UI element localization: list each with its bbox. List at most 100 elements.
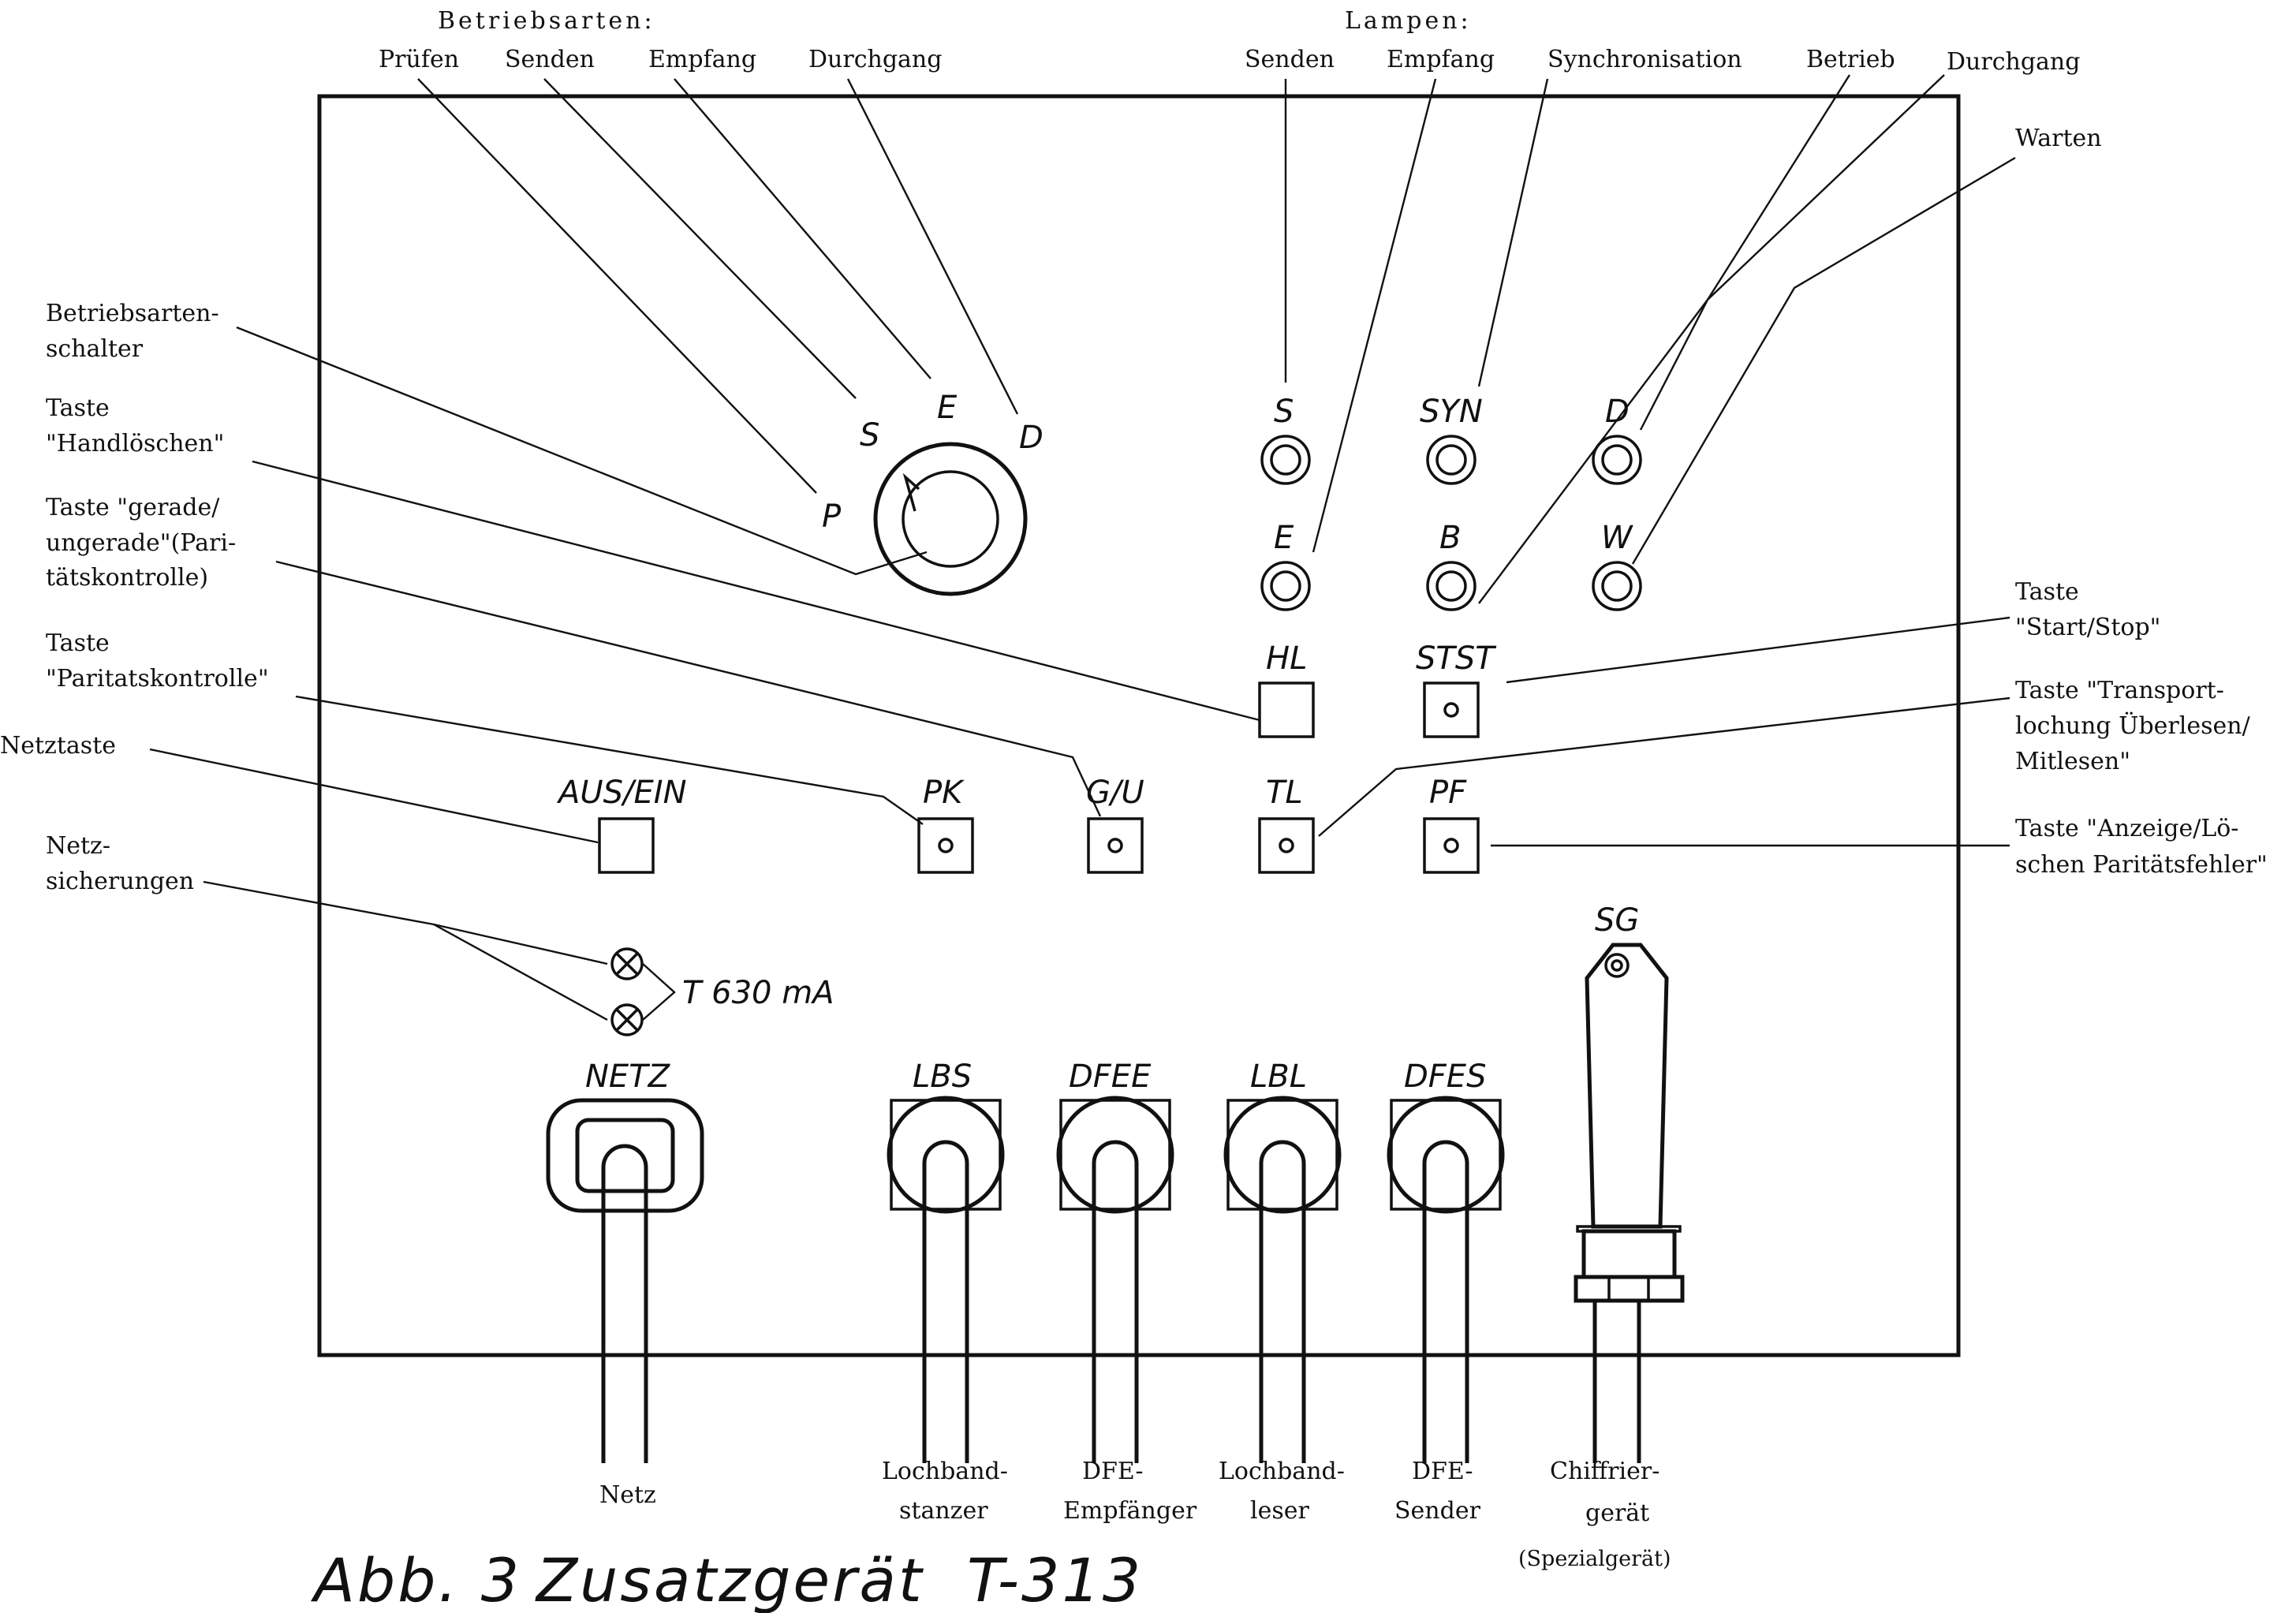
leader-fuses <box>203 880 608 965</box>
cable-label-dfes-1: DFE- <box>1412 1458 1473 1485</box>
mode-label-empfang: Empfang <box>648 46 756 73</box>
dfes-connector <box>1387 1096 1505 1463</box>
connector-code-lbl: LBL <box>1250 1059 1307 1095</box>
leader-lamp-syn <box>1477 78 1549 387</box>
button-code-pk: PK <box>923 775 965 811</box>
label-pf-2: schen Paritätsfehler" <box>2015 851 2268 879</box>
label-tl-1: Taste "Transport- <box>2015 677 2224 704</box>
leader-lamp-betrieb <box>1478 74 1851 604</box>
label-gu-2: ungerade"(Pari- <box>46 529 236 557</box>
switch-code-d: D <box>1019 420 1043 456</box>
stst-button[interactable] <box>1423 681 1480 738</box>
label-stst-1: Taste <box>2015 578 2079 606</box>
label-pk-2: "Paritatskontrolle" <box>46 665 269 693</box>
label-pk-1: Taste <box>46 629 110 657</box>
connector-code-sg: SG <box>1595 902 1639 939</box>
cable-label-lbs-1: Lochband- <box>882 1458 1008 1485</box>
cable-label-dfee-2: Empfänger <box>1063 1497 1197 1525</box>
lamp-code-e: E <box>1274 520 1294 556</box>
lamp-empfang <box>1260 561 1311 611</box>
label-hl-2: "Handlöschen" <box>46 430 224 457</box>
pk-button[interactable] <box>917 817 974 874</box>
lamps-header: Lampen: <box>1345 7 1472 35</box>
leader-mode-switch <box>236 326 928 576</box>
mode-label-durchgang: Durchgang <box>808 46 942 73</box>
fuse-rating: T 630 mA <box>682 975 834 1011</box>
dfee-connector <box>1056 1096 1174 1463</box>
pf-button[interactable] <box>1423 817 1480 874</box>
leader-fuses-2 <box>433 923 608 1021</box>
cable-label-dfes-2: Sender <box>1394 1497 1481 1525</box>
lamp-code-syn: SYN <box>1420 394 1483 430</box>
leader-gu <box>275 560 1102 817</box>
lbl-connector <box>1223 1096 1342 1463</box>
sg-connector <box>1574 943 1685 1463</box>
label-tl-2: lochung Überlesen/ <box>2015 711 2251 740</box>
leader-empfang <box>674 78 931 379</box>
switch-code-e: E <box>937 390 958 426</box>
lamp-label-synchronisation: Synchronisation <box>1547 46 1742 73</box>
fuse-bracket <box>642 963 676 1021</box>
figure-number: Abb. 3 <box>310 1545 521 1613</box>
power-button[interactable] <box>598 817 655 874</box>
button-code-tl: TL <box>1266 775 1303 811</box>
cable-label-dfee-1: DFE- <box>1082 1458 1143 1485</box>
leader-pk <box>295 695 924 825</box>
cable-label-sg-1: Chiffrier- <box>1550 1458 1659 1485</box>
mode-switch-knob[interactable] <box>873 442 1028 596</box>
leader-senden <box>543 78 857 399</box>
label-netztaste: Netztaste <box>0 732 116 760</box>
lamp-label-durchgang: Durchgang <box>1947 48 2080 76</box>
lamp-code-b: B <box>1439 520 1461 556</box>
cable-label-sg-2: gerät <box>1585 1499 1649 1527</box>
lamp-code-w: W <box>1601 520 1633 556</box>
leader-lamp-durchgang <box>1639 74 1945 431</box>
cable-label-lbl-1: Lochband- <box>1219 1458 1345 1485</box>
modes-header: Betriebsarten: <box>438 7 655 35</box>
cable-label-lbs-2: stanzer <box>899 1497 988 1525</box>
netz-connector <box>546 1098 704 1463</box>
lbs-connector <box>887 1096 1005 1463</box>
connector-code-dfee: DFEE <box>1069 1059 1152 1095</box>
fuse-2 <box>610 1003 644 1036</box>
button-code-hl: HL <box>1266 640 1307 677</box>
lamp-code-s: S <box>1274 394 1294 430</box>
mode-label-senden: Senden <box>505 46 595 73</box>
leader-lamp-empfang <box>1312 78 1437 553</box>
device-panel-frame <box>317 94 1961 1357</box>
button-code-aus-ein: AUS/EIN <box>556 775 687 811</box>
lamp-syn <box>1426 435 1477 485</box>
cable-label-lbl-2: leser <box>1250 1497 1309 1525</box>
cable-label-netz: Netz <box>599 1481 656 1509</box>
leader-tl <box>1318 696 2010 837</box>
label-pf-1: Taste "Anzeige/Lö- <box>2015 815 2238 842</box>
label-mode-switch-1: Betriebsarten- <box>46 300 219 327</box>
label-hl-1: Taste <box>46 394 110 422</box>
connector-code-lbs: LBS <box>913 1059 972 1095</box>
leader-pruefen <box>417 78 817 494</box>
label-fuses-2: sicherungen <box>46 868 194 895</box>
lamp-code-d: D <box>1605 394 1630 430</box>
lamp-senden <box>1260 435 1311 485</box>
hl-button[interactable] <box>1258 681 1315 738</box>
lamp-label-warten: Warten <box>2015 125 2102 152</box>
figure-title: Zusatzgerät T-313 <box>535 1545 1143 1613</box>
button-code-stst: STST <box>1416 640 1497 677</box>
label-mode-switch-2: schalter <box>46 335 144 363</box>
label-gu-1: Taste "gerade/ <box>46 494 220 521</box>
connector-code-netz: NETZ <box>585 1059 671 1095</box>
mode-label-pruefen: Prüfen <box>379 46 459 73</box>
gu-button[interactable] <box>1087 817 1144 874</box>
label-fuses-1: Netz- <box>46 832 110 860</box>
switch-code-s: S <box>860 417 879 454</box>
lamp-betrieb <box>1426 561 1477 611</box>
cable-label-sg-3: (Spezialgerät) <box>1518 1547 1671 1571</box>
tl-button[interactable] <box>1258 817 1315 874</box>
label-tl-3: Mitlesen" <box>2015 748 2130 775</box>
lamp-durchgang <box>1592 435 1642 485</box>
leader-lamp-warten <box>1631 156 2016 565</box>
lamp-warten <box>1592 561 1642 611</box>
leader-durchgang <box>846 78 1019 415</box>
